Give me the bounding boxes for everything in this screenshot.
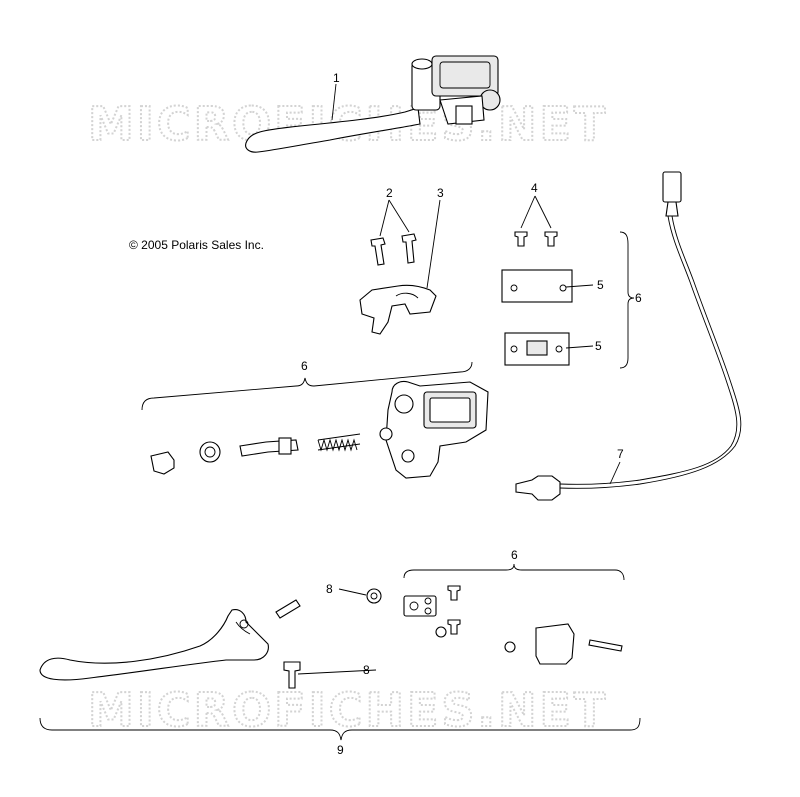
screw-pair-2	[370, 233, 417, 266]
callout-8-washer: 8	[326, 582, 333, 596]
leader-lines	[39, 83, 641, 741]
callout-8-bolt: 8	[363, 663, 370, 677]
brake-switch-cable-7	[515, 171, 742, 501]
callout-5-cover: 5	[597, 278, 604, 292]
callout-3: 3	[437, 186, 444, 200]
callout-6-right: 6	[635, 291, 642, 305]
callout-6-bottom: 6	[511, 548, 518, 562]
diaphragm-5	[504, 332, 570, 366]
callout-5-diaphragm: 5	[595, 339, 602, 353]
master-cylinder-body	[379, 380, 489, 479]
master-cylinder-assembly	[245, 55, 501, 153]
screw-pair-4	[514, 231, 558, 247]
callout-1: 1	[333, 71, 340, 85]
callout-6-middle: 6	[301, 359, 308, 373]
cover-plate-5	[501, 269, 573, 303]
callout-2: 2	[386, 186, 393, 200]
callout-7: 7	[617, 447, 624, 461]
clamp-3	[359, 284, 437, 335]
copyright-text: © 2005 Polaris Sales Inc.	[129, 238, 264, 252]
callout-4: 4	[531, 181, 538, 195]
kit-parts-middle	[150, 433, 361, 475]
watermark-bottom: MICROFICHES.NET	[88, 683, 608, 737]
lever-assembly-bottom	[39, 585, 623, 689]
callout-9: 9	[337, 743, 344, 757]
